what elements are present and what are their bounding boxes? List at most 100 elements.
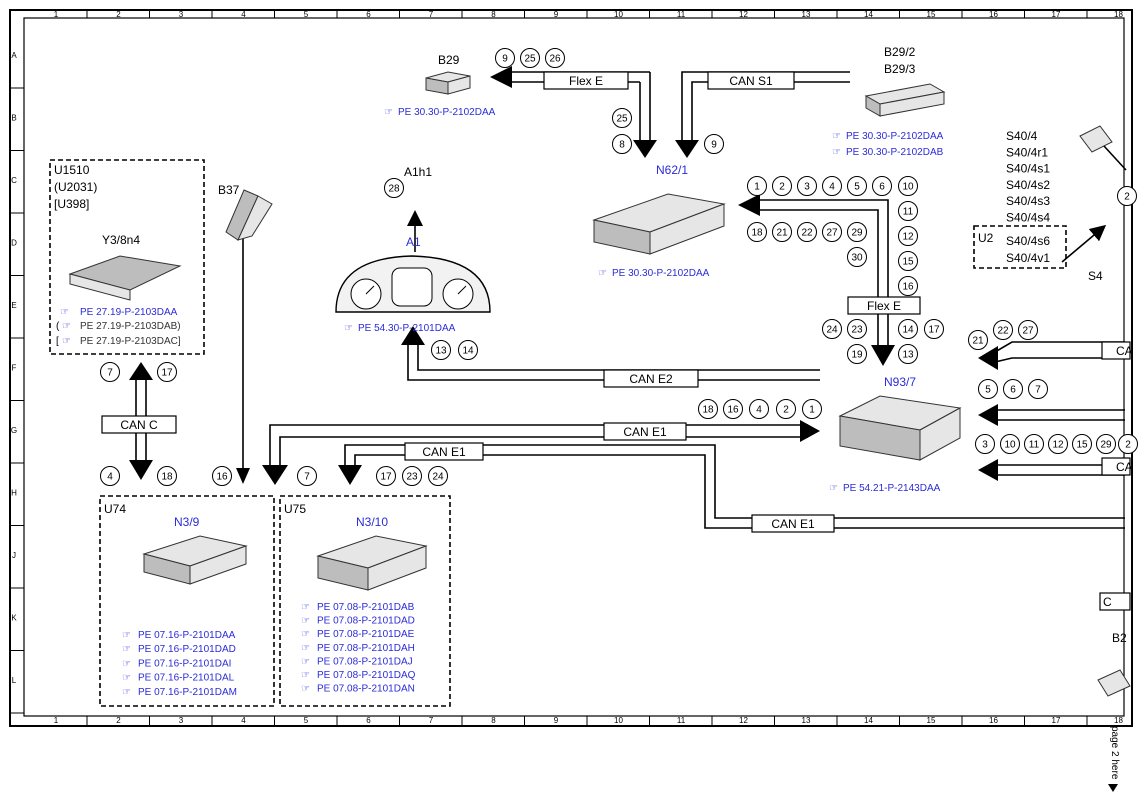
note-circle: 25	[612, 108, 632, 128]
note-number: 23	[406, 472, 418, 483]
note-circle: 23	[402, 466, 422, 486]
grid-col-label: 13	[802, 10, 811, 19]
n93-7-code: N93/7	[884, 375, 916, 389]
b29-ref-icon: ☞	[384, 107, 393, 118]
grid-row-label: D	[11, 239, 17, 248]
note-number: 24	[432, 472, 444, 483]
note-circle: 7	[100, 362, 120, 382]
note-circle: 15	[898, 251, 918, 271]
note-circle: 9	[495, 48, 515, 68]
y3-8n4-label: Y3/8n4	[102, 233, 140, 247]
grid-column-labels: 1122334455667788991010111112121313141415…	[54, 10, 1123, 726]
grid-col-label: 2	[116, 10, 121, 19]
note-number: 22	[801, 228, 813, 239]
grid-col-label: 13	[802, 716, 811, 725]
note-circle: 16	[898, 276, 918, 296]
note-number: 1	[809, 405, 815, 416]
note-number: 16	[902, 282, 914, 293]
note-number: 10	[902, 182, 914, 193]
note-number: 24	[826, 325, 838, 336]
b29-sensor: B29 ☞ PE 30.30-P-2102DAA	[384, 53, 496, 118]
note-circle: 4	[100, 466, 120, 486]
ref-icon: ☞	[122, 687, 131, 698]
note-number: 12	[1052, 440, 1064, 451]
s40-label: S40/4s3	[1006, 194, 1050, 208]
note-number: 2	[783, 405, 789, 416]
s40-label: S40/4	[1006, 129, 1038, 143]
note-number: 17	[928, 325, 940, 336]
grid-col-label: 16	[989, 10, 998, 19]
grid-row-label: E	[11, 301, 16, 310]
note-circle: 4	[749, 399, 769, 419]
ref-icon: ☞	[301, 670, 310, 681]
grid-col-label: 6	[366, 716, 371, 725]
note-circle: 3	[797, 176, 817, 196]
b2-label: B2	[1112, 631, 1127, 645]
note-circle: 29	[847, 222, 867, 242]
s40-group: S40/4S40/4r1S40/4s1S40/4s2S40/4s3S40/4s4…	[973, 125, 1127, 283]
grid-col-label: 18	[1114, 716, 1123, 725]
a1-instrument-cluster: A1h1 A1 ☞ PE 54.30-P-2101DAA	[335, 165, 491, 334]
ref-icon: ☞	[122, 673, 131, 684]
a1h1-label: A1h1	[404, 165, 432, 179]
u74-refs: ☞PE 07.16-P-2101DAA☞PE 07.16-P-2101DAD☞P…	[122, 630, 237, 698]
b29-2-ref-2: PE 30.30-P-2102DAB	[846, 147, 944, 158]
note-number: 6	[1010, 385, 1016, 396]
ref-icon: ☞	[122, 658, 131, 669]
u2031-label: (U2031)	[54, 180, 97, 194]
note-number: 13	[435, 346, 447, 357]
note-circle: 14	[898, 319, 918, 339]
ref-icon: ☞	[122, 630, 131, 641]
note-number: 21	[776, 228, 788, 239]
b29-ref: PE 30.30-P-2102DAA	[398, 107, 496, 118]
note-circle: 12	[898, 226, 918, 246]
note-circle: 10	[898, 176, 918, 196]
grid-col-label: 12	[739, 10, 748, 19]
note-circle: 15	[1072, 434, 1092, 454]
note-circle: 23	[847, 319, 867, 339]
note-circle: 19	[847, 344, 867, 364]
u75-group: U75 N3/10 ☞PE 07.08-P-2101DAB☞PE 07.08-P…	[279, 495, 451, 707]
u1510-ref-icon-2: ☞	[62, 321, 71, 332]
note-number: 4	[829, 182, 835, 193]
note-number: 29	[1100, 440, 1112, 451]
grid-col-label: 11	[677, 10, 686, 19]
note-circle: 16	[723, 399, 743, 419]
a1-ref-icon: ☞	[344, 323, 353, 334]
note-circle: 29	[1096, 434, 1116, 454]
grid-col-label: 4	[241, 10, 246, 19]
note-circle: 13	[431, 340, 451, 360]
ref-icon: ☞	[301, 629, 310, 640]
note-number: 1	[754, 182, 760, 193]
u398-label: [U398]	[54, 197, 89, 211]
s40-label: S40/4s1	[1006, 162, 1050, 176]
note-circle: 5	[847, 176, 867, 196]
note-number: 14	[902, 325, 914, 336]
note-circle: 6	[872, 176, 892, 196]
note-number: 21	[972, 336, 984, 347]
note-number: 14	[462, 346, 474, 357]
note-circle: 18	[157, 466, 177, 486]
note-number: 18	[702, 405, 714, 416]
note-number: 25	[524, 54, 536, 65]
ref-link: PE 07.16-P-2101DAD	[138, 644, 236, 655]
grid-col-label: 17	[1052, 716, 1061, 725]
note-circle: 11	[898, 201, 918, 221]
bus-flex-e-mid: Flex E	[867, 299, 901, 313]
u1510-ref-3: PE 27.19-P-2103DAC]	[80, 336, 181, 347]
note-number: 29	[851, 228, 863, 239]
b29-2-code: B29/2	[884, 45, 916, 59]
u1510-ref-2: PE 27.19-P-2103DAB)	[80, 321, 181, 332]
side-note: page 2 here	[1109, 726, 1120, 780]
s40-label: S40/4s2	[1006, 178, 1050, 192]
grid-col-label: 11	[677, 716, 686, 725]
note-circle: 10	[1000, 434, 1020, 454]
ref-icon: ☞	[301, 602, 310, 613]
u1510-ref-2-prefix: (	[56, 321, 60, 332]
grid-row-label: A	[11, 51, 17, 60]
note-circle: 1	[802, 399, 822, 419]
note-circle: 22	[993, 320, 1013, 340]
b29-2-ref-icon-1: ☞	[832, 131, 841, 142]
